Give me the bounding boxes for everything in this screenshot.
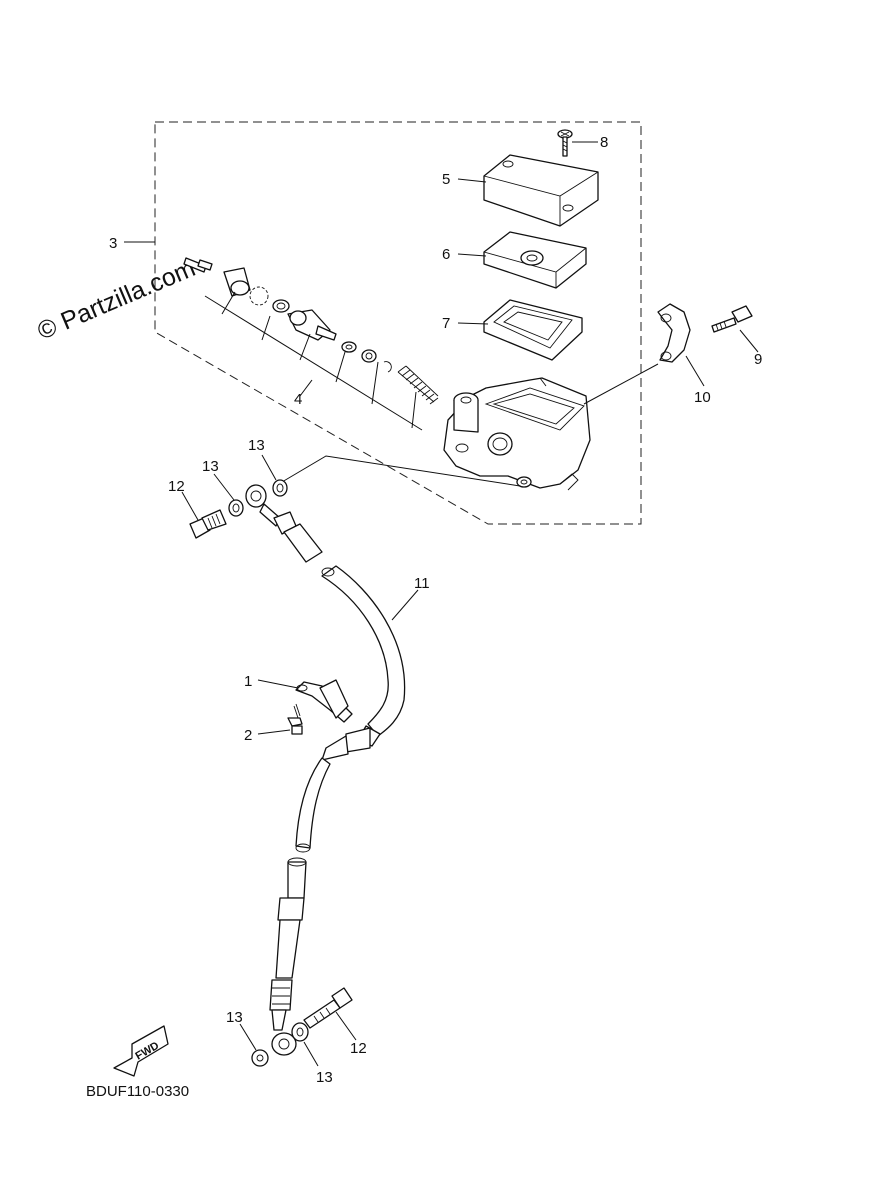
leader-9 — [739, 329, 759, 353]
holder-bolt — [711, 305, 753, 333]
leader-1 — [257, 679, 299, 689]
lower-washer-b — [291, 1022, 309, 1042]
leader-13c — [239, 1023, 257, 1051]
hose-guide — [295, 679, 353, 723]
callout-11: 11 — [414, 575, 430, 592]
lower-washer-a — [251, 1049, 269, 1067]
leader-12b — [335, 1011, 357, 1041]
callout-5: 5 — [442, 171, 450, 188]
master-cylinder-body — [443, 377, 591, 491]
leader-4 — [299, 379, 313, 397]
callout-6: 6 — [442, 246, 450, 263]
callout-13-lower-b: 13 — [316, 1069, 333, 1086]
leader-13a — [213, 473, 235, 501]
leader-5 — [457, 178, 487, 183]
callout-12-lower: 12 — [350, 1040, 367, 1057]
assembly-boundary — [154, 121, 642, 525]
body-to-holder-line — [583, 363, 659, 405]
callout-3: 3 — [109, 235, 117, 252]
leader-13d — [303, 1041, 319, 1067]
cap-screw — [557, 129, 573, 157]
upper-washer-a — [228, 499, 244, 517]
callout-13-upper-b: 13 — [248, 437, 265, 454]
callout-7: 7 — [442, 315, 450, 332]
diaphragm-plate — [483, 231, 587, 289]
leader-10 — [685, 355, 705, 387]
callout-13-upper-a: 13 — [202, 458, 219, 475]
callout-13-lower-a: 13 — [226, 1009, 243, 1026]
callout-9: 9 — [754, 351, 762, 368]
upper-banjo-fitting — [245, 484, 323, 563]
upper-banjo-bolt — [189, 509, 227, 539]
diagram-code: BDUF110-0330 — [86, 1083, 189, 1100]
upper-washer-b — [272, 479, 288, 497]
handlebar-holder — [657, 303, 691, 363]
lower-banjo-bolt — [303, 987, 353, 1029]
diaphragm — [483, 299, 583, 361]
banjo-to-body-line — [281, 455, 521, 487]
watermark: © Partzilla.com — [33, 254, 199, 346]
fwd-arrow-icon: FWD — [113, 1025, 169, 1077]
piston-kit — [183, 257, 439, 431]
brake-hose — [269, 565, 406, 1031]
reservoir-cap — [483, 154, 599, 227]
leader-11 — [391, 589, 419, 621]
leader-6 — [457, 253, 487, 257]
callout-1: 1 — [244, 673, 252, 690]
callout-8: 8 — [600, 134, 608, 151]
guide-screw — [287, 703, 303, 735]
callout-4: 4 — [294, 391, 302, 408]
leader-13b — [261, 454, 277, 481]
callout-2: 2 — [244, 727, 252, 744]
callout-10: 10 — [694, 389, 711, 406]
leader-7 — [457, 322, 489, 325]
callout-12-upper: 12 — [168, 478, 185, 495]
leader-2 — [257, 729, 291, 735]
leader-12a — [181, 491, 199, 521]
lower-banjo-fitting — [271, 1032, 297, 1056]
